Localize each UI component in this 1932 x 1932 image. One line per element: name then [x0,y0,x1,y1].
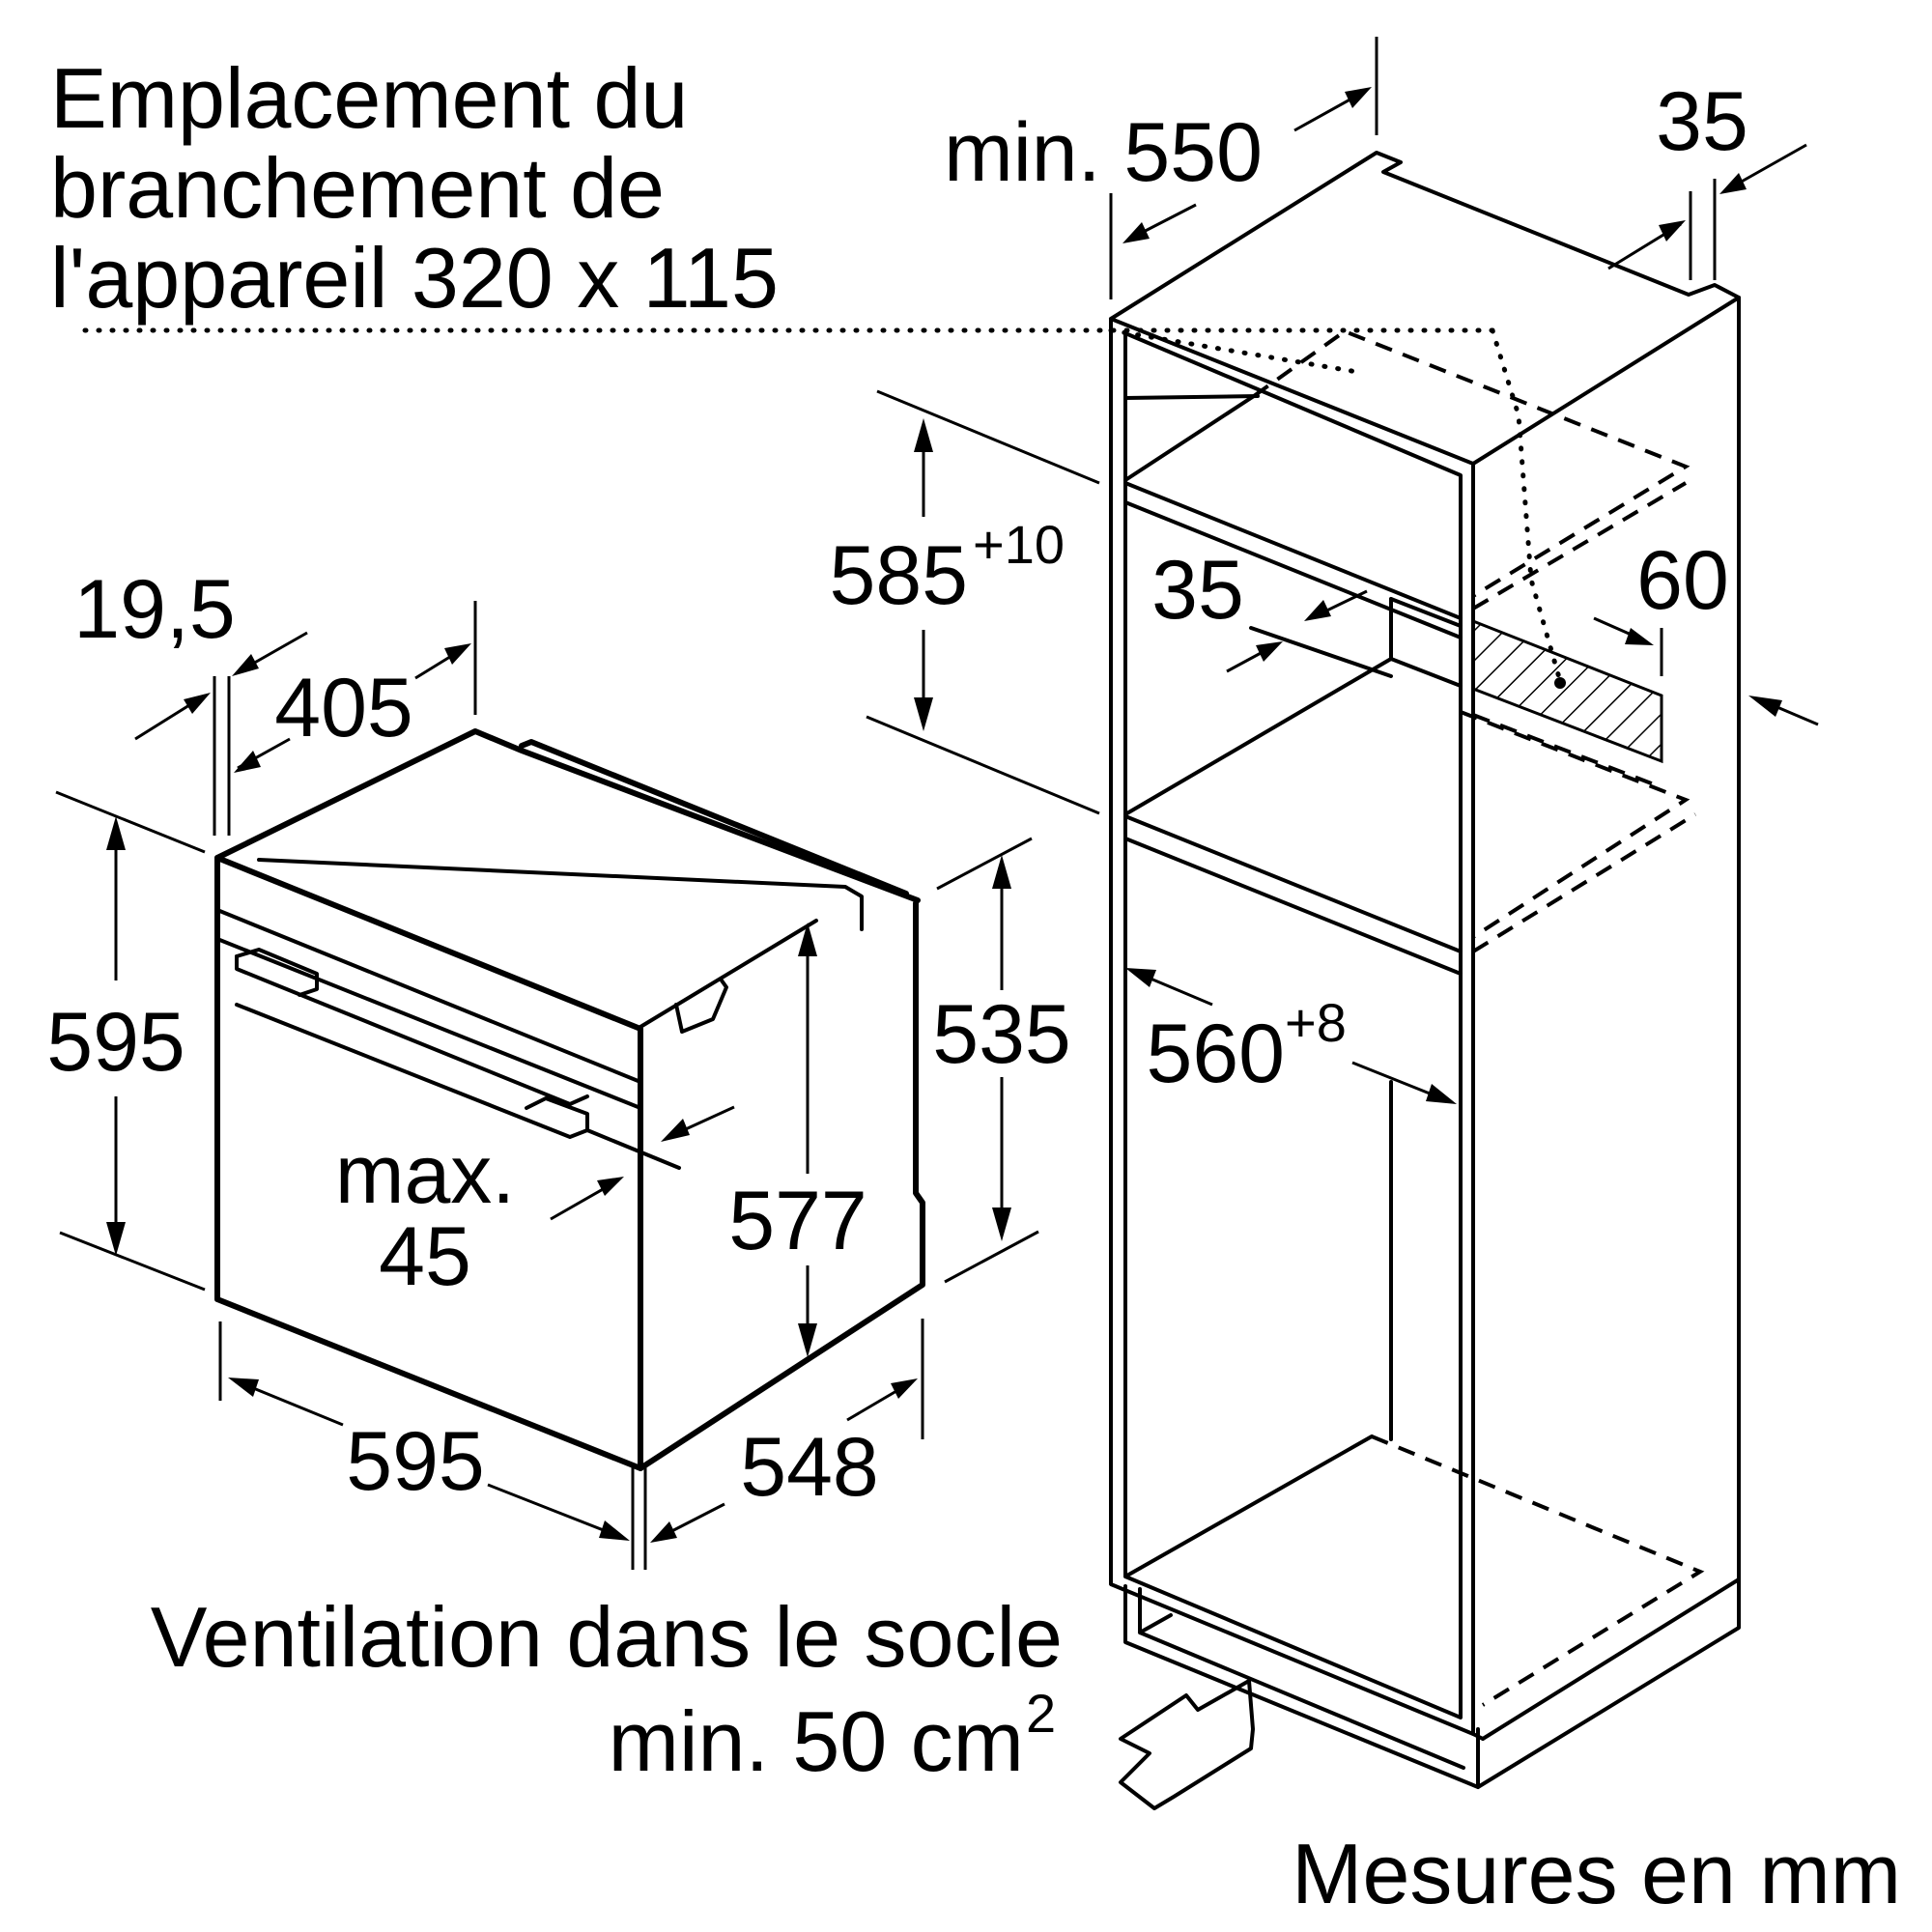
oven-handle-right [235,1003,589,1139]
lower-shelf-left [1123,657,1393,816]
dim-max-label: max. [335,1128,515,1221]
oven-top-edge [257,858,864,931]
upper-shelf-front2 [1123,500,1463,639]
dim-max-value: 45 [379,1210,471,1303]
connection-leader-top [1108,327,1360,375]
ventilation-label-line1: Ventilation dans le socle [151,1589,1063,1685]
upper-niche-back [1123,394,1260,400]
dim-oven-height: 595 [46,996,185,1089]
dim-niche-height-tolerance: +10 [973,514,1065,575]
oven-side-top [639,919,818,1029]
connection-point [1554,677,1566,689]
ventilation-arrow-icon [1119,1679,1255,1810]
lower-shelf-front2 [1123,837,1463,976]
connection-label-line3: l'appareil 320 x 115 [50,230,779,326]
connection-box-hidden [1472,713,1662,789]
upper-shelf-hidden [1252,328,1690,598]
oven-handle-bar [235,954,589,1106]
upper-shelf-front [1123,481,1463,620]
oven-side-face [638,900,925,1471]
oven-drawing [214,728,925,1471]
connection-label-line2: branchement de [50,140,665,236]
units-label: Mesures en mm [1292,1826,1901,1921]
oven-handle-left [235,948,319,997]
lower-shelf-hidden2 [1471,812,1697,953]
dim-oven-width: 595 [346,1415,485,1508]
connection-leader-into-niche [1490,327,1563,684]
back-recess-line [1249,626,1393,678]
back-recess-bottom [1389,657,1463,688]
cabinet-top [1109,151,1741,466]
upper-shelf-hidden2 [1471,481,1688,611]
oven-top-rail [519,739,909,896]
lower-shelf-hidden [1460,710,1690,939]
back-recess-top [1389,597,1463,628]
lower-shelf-front [1123,814,1463,953]
dim-niche-depth: min. 550 [944,106,1263,199]
oven-top-face [214,728,921,903]
cabinet-front-inner [1123,331,1463,1719]
plinth-front [1123,1584,1480,1789]
connection-box-hatched [1471,618,1663,764]
connection-label: Emplacement du branchement de l'appareil… [50,50,779,326]
ventilation-label-line2: min. 50 cm [609,1693,1024,1789]
dim-oven-side-height: 535 [932,988,1071,1081]
dim-niche-back: 60 [1636,534,1729,627]
dim-niche-height: 585 [830,529,969,622]
dim-oven-depth: 548 [740,1421,879,1514]
oven-side-handle [674,979,728,1034]
dim-niche-gap: 35 [1151,544,1244,637]
dim-niche-width: 560 [1147,1008,1286,1100]
ventilation-label: Ventilation dans le socle min. 50 cm 2 [151,1589,1063,1789]
oven-panel-top [215,908,642,1084]
oven-panel-line [215,937,642,1110]
dim-niche-panel: 35 [1656,75,1748,168]
upper-shelf-left [1123,394,1256,482]
plinth-side [1476,1577,1741,1789]
plinth-inner-left [1138,1613,1173,1634]
connection-label-line1: Emplacement du [50,50,688,146]
cabinet-dimensions: min. 550 35 585 +10 35 60 [830,37,1819,1104]
base-inner-left [1123,1435,1374,1578]
ventilation-label-superscript: 2 [1026,1683,1056,1744]
dim-oven-body-height: 577 [728,1175,867,1267]
dim-oven-top-depth: 405 [274,662,413,754]
oven-dimensions: 19,5 405 595 577 535 max. 45 [46,563,1071,1570]
cabinet-drawing [1108,151,1741,1810]
dim-niche-width-tolerance: +8 [1285,992,1347,1053]
base-inner-hidden [1371,1435,1705,1707]
dim-oven-panel: 19,5 [73,563,235,656]
oven-door-depth-line [585,1128,681,1170]
